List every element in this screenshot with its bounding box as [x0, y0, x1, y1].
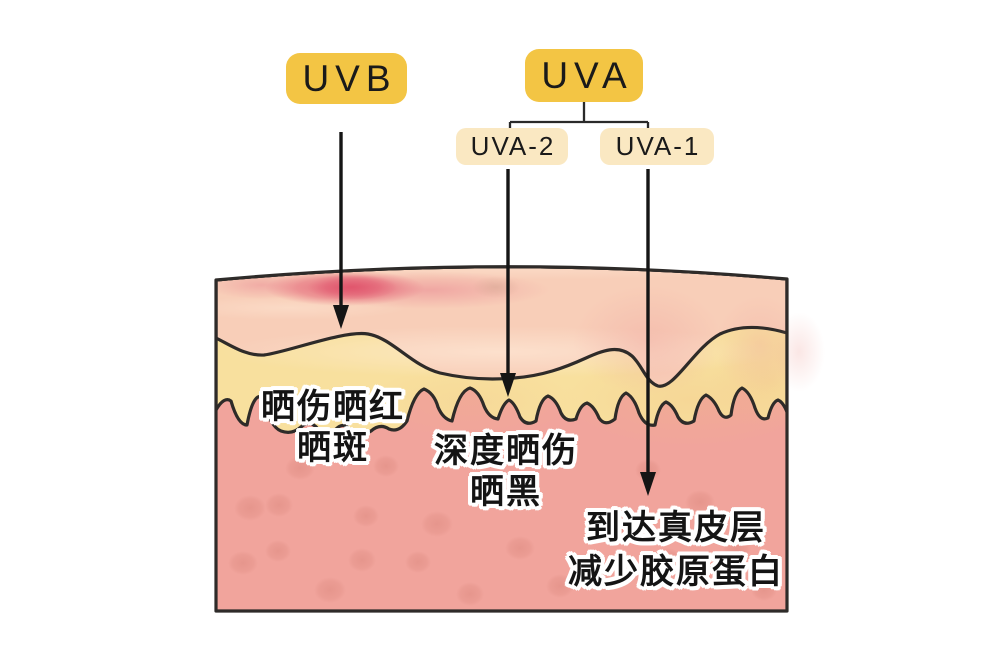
uvb-ray-arrow	[333, 132, 349, 329]
uvb-effect-line2: 晒斑	[297, 429, 369, 467]
uva1-box-label: UVA-1	[615, 131, 701, 161]
uva-box-label: UVA	[541, 54, 633, 96]
uvb-effect-line1: 晒伤晒红	[261, 388, 405, 426]
uva2-effect-line2: 晒黑	[470, 473, 542, 511]
uva2-ray-arrow	[500, 169, 516, 397]
uvb-box: UVB	[286, 53, 407, 104]
outer-blush	[773, 312, 825, 392]
dermis-spots	[228, 455, 777, 606]
uva1-effect-label: 到达真皮层 减少胶原蛋白	[568, 506, 784, 594]
right-blush	[573, 285, 787, 395]
uva1-effect-line2: 减少胶原蛋白	[568, 553, 784, 591]
uva-box: UVA	[525, 49, 643, 102]
uva2-effect-line1: 深度晒伤	[434, 432, 578, 470]
dermis-layer	[216, 266, 787, 611]
uva-branch-connector	[508, 102, 650, 129]
uvb-effect-label: 晒伤晒红 晒斑	[261, 387, 405, 469]
uva2-box-label: UVA-2	[470, 131, 556, 161]
uva1-box: UVA-1	[600, 128, 714, 165]
uva1-ray-arrow	[640, 169, 656, 496]
pigment-spot	[472, 276, 520, 298]
uva2-box: UVA-2	[456, 128, 568, 165]
uva2-effect-label: 深度晒伤 晒黑	[434, 431, 578, 513]
uva1-effect-line1: 到达真皮层	[586, 509, 766, 547]
uvb-box-label: UVB	[302, 57, 397, 99]
